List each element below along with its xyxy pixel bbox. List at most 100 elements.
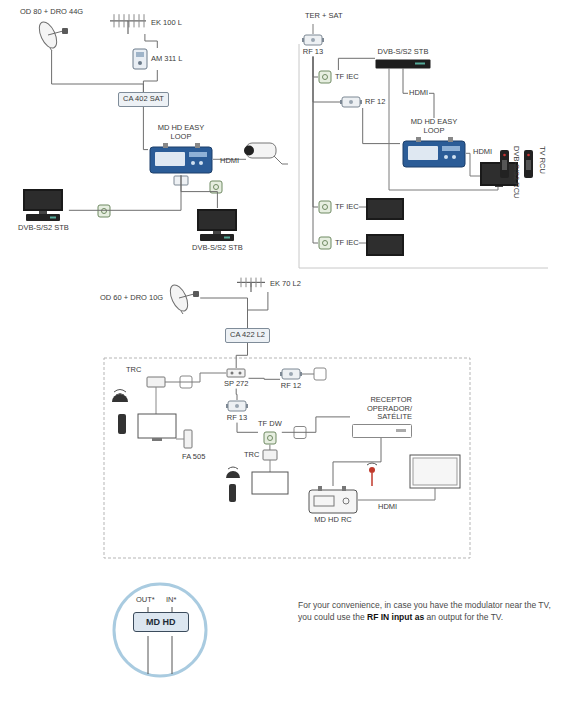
part-label: IN* [166, 596, 176, 605]
dish-antenna-icon [166, 282, 200, 314]
cable-line [302, 374, 314, 375]
cable-connector [200, 298, 247, 328]
device-node: TF IEC [318, 70, 359, 84]
cable-connector [181, 175, 217, 208]
device-label: RF 13 [227, 414, 247, 423]
device-node: OD 60 + DRO 10G [100, 282, 200, 314]
note-text: an output for the TV. [427, 612, 504, 622]
cable-line [313, 24, 314, 34]
cable-connector [236, 389, 238, 400]
cable-connector [313, 57, 318, 243]
receiver-icon [352, 424, 412, 438]
cable-connector [143, 107, 148, 150]
part-label: HDMI [473, 148, 492, 157]
device-node: RF 13 [302, 34, 324, 57]
device-box: MD HD [133, 612, 189, 632]
device-node: SP 272 [224, 368, 248, 389]
cable-connector [403, 69, 434, 118]
modulator-icon [402, 137, 466, 169]
device-label: OD 60 + DRO 10G [100, 294, 163, 303]
part-label: HDMI [220, 157, 239, 166]
dish-antenna-icon [35, 19, 69, 51]
amplifier-icon [132, 48, 148, 70]
cable-line [165, 373, 226, 382]
wall-outlet-icon [318, 236, 332, 250]
tv-with-receiver-icon [194, 208, 240, 242]
modulator-icon [308, 486, 358, 514]
cable-connector [333, 438, 381, 486]
device-label: RF 13 [303, 48, 323, 57]
cable-line [389, 69, 498, 190]
part-label: FA 505 [182, 453, 205, 462]
cable-connector [282, 417, 350, 432]
device-node: MD HD RC [308, 486, 358, 525]
device-box: CA 402 SAT [118, 92, 169, 107]
device-node: RECEPTOR OPERADOR/ SATÉLITE [350, 396, 412, 438]
part-label: OUT* [136, 596, 155, 605]
terrestrial-antenna-icon [235, 276, 267, 292]
wall-outlet-icon [263, 431, 277, 445]
terrestrial-antenna-icon [108, 12, 148, 34]
device-node: OD 80 + DRO 44G [20, 8, 83, 51]
tap-icon [340, 96, 362, 108]
device-node: DVB-S/S2 STB [375, 48, 431, 69]
cable-line [359, 207, 366, 208]
device-label: AM 311 L [151, 55, 183, 64]
device-label: MD HD EASY LOOP [148, 124, 214, 141]
device-label: TF IEC [335, 73, 359, 82]
tap-icon [226, 400, 248, 412]
device-label: DVB-S/S2 STB [192, 244, 243, 253]
part-label: TRC [244, 451, 259, 460]
device-node: TF IEC [318, 236, 359, 250]
device-node: DVB-S/S2 STB [192, 208, 243, 253]
cable-connector [52, 51, 144, 92]
device-label: TF IEC [335, 203, 359, 212]
device-label: TF IEC [335, 239, 359, 248]
cable-line [358, 488, 435, 500]
device-label: DVB-S/S2 STB [18, 224, 69, 233]
device-label: DVB-S/S2 STB [378, 48, 429, 57]
cable-connector [145, 34, 157, 48]
note-text: RF IN input as [367, 612, 424, 622]
device-label: OD 80 + DRO 44G [20, 8, 83, 17]
cable-connector [363, 108, 400, 144]
cable-connector [237, 423, 258, 433]
device-node: RF 12 [340, 96, 385, 108]
device-node: RF 13 [226, 400, 248, 423]
tv-with-receiver-icon [20, 188, 66, 222]
device-label: SP 272 [224, 380, 248, 389]
tap-icon [280, 368, 302, 380]
set-top-box-icon [375, 59, 431, 69]
device-node: RF 12 [280, 368, 302, 391]
device-node: MD HD EASY LOOP [400, 118, 468, 169]
cable-connector [313, 57, 318, 77]
wall-outlet-icon [318, 200, 332, 214]
device-node: DVB-S/S2 STB [18, 188, 69, 233]
note-text: For your convenience, in case you have t… [298, 600, 551, 622]
cable-connector [69, 175, 181, 210]
device-label: MD HD EASY LOOP [400, 118, 468, 135]
device-label: RECEPTOR OPERADOR/ SATÉLITE [350, 396, 412, 422]
device-label: RF 12 [365, 98, 385, 107]
device-label: EK 100 L [151, 19, 182, 28]
cable-connector [249, 378, 281, 379]
device-node: MD HD EASY LOOP [148, 124, 214, 175]
wall-outlet-icon [318, 70, 332, 84]
device-box: CA 422 L2 [225, 328, 270, 343]
device-node: EK 100 L [108, 12, 182, 34]
device-label: TF DW [258, 420, 282, 429]
part-label: TRC [126, 366, 141, 375]
cable-connector [313, 57, 318, 207]
device-node: AM 311 L [132, 48, 183, 70]
signal-label: HDMI [408, 89, 429, 98]
note-paragraph: For your convenience, in case you have t… [298, 600, 560, 624]
device-node: EK 70 L2 [235, 276, 301, 292]
part-label: TER + SAT [305, 12, 343, 21]
cable-connector [338, 58, 375, 70]
splitter-icon [226, 368, 246, 378]
device-label: MD HD [146, 617, 176, 627]
device-label: MD HD RC [314, 516, 352, 525]
remote-label: TV RCU [537, 146, 546, 174]
device-label: CA 402 SAT [123, 95, 164, 104]
